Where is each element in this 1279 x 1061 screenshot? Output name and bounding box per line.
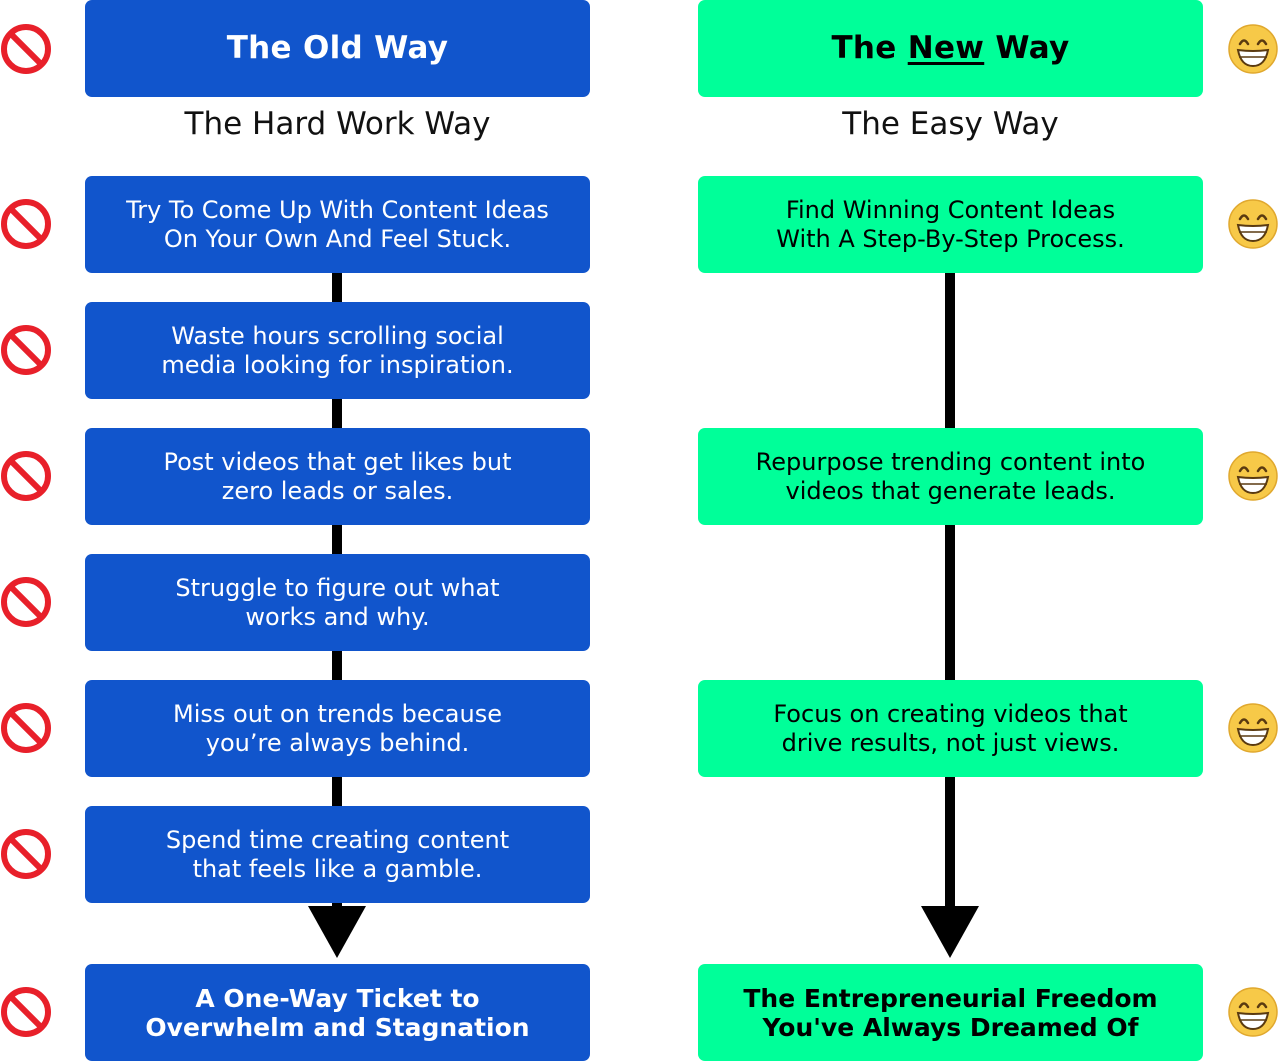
new-way-title-emphasis: New: [907, 30, 985, 66]
result-text-line: You've Always Dreamed Of: [762, 1012, 1139, 1042]
new-way-connector-line: [945, 270, 955, 910]
grinning-face-icon: [1228, 199, 1278, 249]
grinning-face-icon: [1228, 24, 1278, 74]
old-way-step-1: Try To Come Up With Content Ideas On You…: [85, 176, 590, 273]
prohibited-icon: [1, 703, 51, 753]
prohibited-icon: [1, 325, 51, 375]
old-way-result: A One-Way Ticket to Overwhelm and Stagna…: [85, 964, 590, 1061]
old-way-step-4: Struggle to figure out what works and wh…: [85, 554, 590, 651]
prohibited-icon: [1, 451, 51, 501]
step-text-line: Repurpose trending content into: [755, 447, 1146, 476]
new-way-step-3: Focus on creating videos that drive resu…: [698, 680, 1203, 777]
result-text-line: A One-Way Ticket to: [195, 983, 480, 1013]
step-text-line: Try To Come Up With Content Ideas: [126, 195, 549, 224]
step-text-line: you’re always behind.: [205, 728, 470, 757]
step-text-line: zero leads or sales.: [221, 476, 454, 505]
grinning-face-icon: [1228, 987, 1278, 1037]
step-text-line: On Your Own And Feel Stuck.: [163, 224, 512, 253]
old-way-title: The Old Way: [85, 0, 590, 97]
old-way-step-5: Miss out on trends because you’re always…: [85, 680, 590, 777]
old-way-step-3: Post videos that get likes but zero lead…: [85, 428, 590, 525]
new-way-subtitle: The Easy Way: [842, 106, 1059, 142]
result-text-line: Overwhelm and Stagnation: [145, 1012, 530, 1042]
old-way-subtitle: The Hard Work Way: [184, 106, 491, 142]
prohibited-icon: [1, 577, 51, 627]
prohibited-icon: [1, 987, 51, 1037]
new-way-title: The New Way: [698, 0, 1203, 97]
new-way-arrow-head: [921, 906, 979, 958]
step-text-line: works and why.: [245, 602, 430, 631]
prohibited-icon: [1, 829, 51, 879]
grinning-face-icon: [1228, 703, 1278, 753]
new-way-title-text: The New Way: [831, 30, 1070, 66]
step-text-line: media looking for inspiration.: [161, 350, 514, 379]
step-text-line: Find Winning Content Ideas: [785, 195, 1116, 224]
step-text-line: videos that generate leads.: [785, 476, 1116, 505]
old-way-step-6: Spend time creating content that feels l…: [85, 806, 590, 903]
step-text-line: Focus on creating videos that: [773, 699, 1128, 728]
step-text-line: Miss out on trends because: [173, 699, 502, 728]
old-way-title-text: The Old Way: [226, 30, 449, 66]
step-text-line: Spend time creating content: [165, 825, 510, 854]
step-text-line: that feels like a gamble.: [192, 854, 483, 883]
prohibited-icon: [1, 199, 51, 249]
result-text-line: The Entrepreneurial Freedom: [743, 983, 1158, 1013]
prohibited-icon: [1, 24, 51, 74]
new-way-step-1: Find Winning Content Ideas With A Step-B…: [698, 176, 1203, 273]
step-text-line: Waste hours scrolling social: [171, 321, 504, 350]
step-text-line: drive results, not just views.: [781, 728, 1120, 757]
new-way-result: The Entrepreneurial Freedom You've Alway…: [698, 964, 1203, 1061]
step-text-line: With A Step-By-Step Process.: [776, 224, 1125, 253]
grinning-face-icon: [1228, 451, 1278, 501]
old-way-arrow-head: [308, 906, 366, 958]
new-way-step-2: Repurpose trending content into videos t…: [698, 428, 1203, 525]
old-way-step-2: Waste hours scrolling social media looki…: [85, 302, 590, 399]
step-text-line: Struggle to figure out what: [175, 573, 500, 602]
step-text-line: Post videos that get likes but: [163, 447, 512, 476]
